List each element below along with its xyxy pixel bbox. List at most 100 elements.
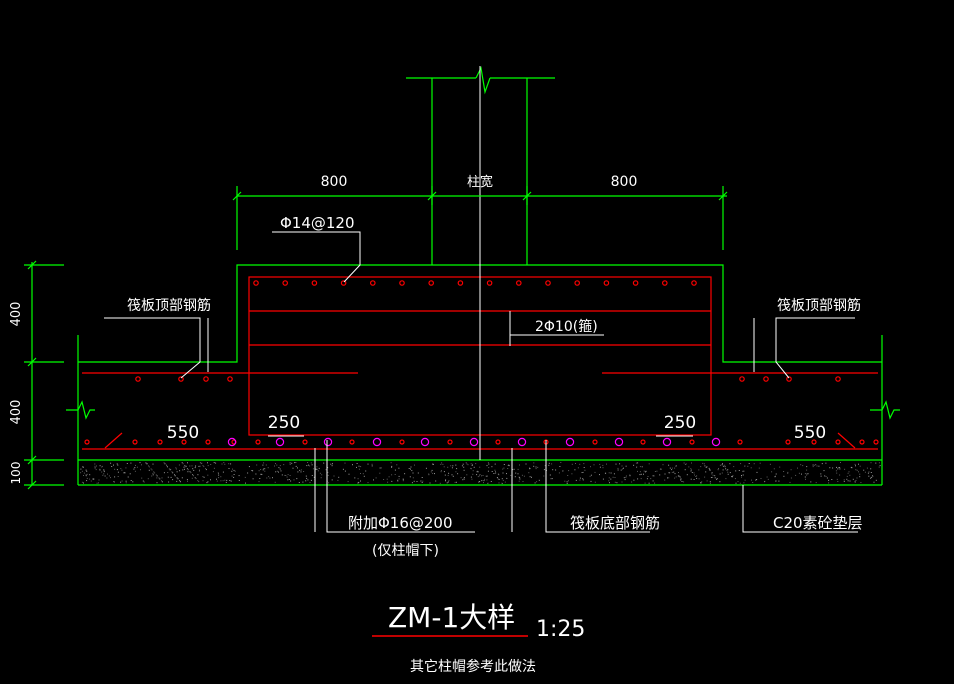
hatch-speck [360,473,361,474]
rebar-dot [203,376,209,382]
hatch-speck [839,468,841,470]
hatch-speck [252,478,254,480]
hatch-speck [99,468,101,470]
hatch-speck [581,472,583,473]
hatch-speck [503,464,505,465]
hatch-speck [360,466,362,468]
hatch-speck [203,466,205,468]
hatch-speck [442,463,444,465]
hatch-speck [454,481,456,483]
hatch-speck [751,479,752,481]
hatch-speck [187,471,189,473]
hatch-speck [121,469,123,471]
hatch-speck [103,471,105,473]
hatch-speck [498,479,500,480]
hatch-speck [837,467,839,469]
rebar-dot [399,439,405,445]
hatch-speck [197,474,199,476]
rebar-dot [311,280,318,286]
hatch-speck [167,472,169,473]
hatch-speck [274,481,276,483]
hatch-speck [633,479,635,481]
hatch-speck [432,463,434,465]
hatch-speck [183,466,185,468]
hatch-speck [430,471,432,473]
title-note: 其它柱帽参考此做法 [410,658,536,675]
rebar-dot [811,439,817,445]
hatch-speck [443,471,445,473]
label-raft-top-rebar-right: 筏板顶部钢筋 [777,297,861,314]
hatch-speck [397,480,399,482]
hatch-speck [287,474,289,476]
hatch-speck [654,482,656,484]
hatch-speck [594,481,596,483]
hatch-speck [535,468,537,470]
hatch-speck [218,477,220,479]
hatch-speck [498,474,500,476]
hatch-speck [396,464,398,466]
hatch-speck [709,469,711,471]
hatch-speck [290,480,292,482]
hatch-speck [840,462,841,463]
hatch-speck [855,465,856,467]
added-rebar-dot [662,437,672,447]
hatch-speck [756,479,758,480]
hatch-speck [432,463,434,465]
hatch-speck [141,477,143,479]
hatch-speck [367,463,369,465]
hatch-speck [677,475,679,477]
hatch-speck [305,480,307,482]
hatch-speck [476,474,478,476]
rebar-dot [632,280,639,286]
hatch-speck [117,471,119,473]
hatch-speck [722,465,724,467]
hatch-speck [566,481,568,483]
hatch-speck [617,469,619,471]
hatch-speck [481,480,483,482]
hatch-speck [652,480,654,482]
hatch-speck [463,477,465,479]
hatch-speck [189,465,191,467]
hatch-speck [696,477,698,479]
hatch-speck [317,470,319,472]
hatch-speck [612,476,614,478]
hatch-speck [398,478,400,480]
hatch-speck [534,482,536,484]
hatch-speck [654,471,656,472]
hatch-speck [207,465,209,467]
hatch-speck [114,476,116,478]
hatch-speck [156,477,158,479]
hatch-speck [463,466,465,468]
hatch-speck [767,478,769,480]
hatch-speck [245,482,246,484]
hatch-speck [232,468,233,470]
hatch-speck [602,467,604,469]
hatch-speck [352,464,353,466]
hatch-speck [464,478,465,480]
hatch-speck [266,477,268,479]
hatch-speck [143,481,145,483]
hatch-speck [743,482,745,484]
hatch-speck [614,477,616,478]
hatch-speck [130,462,132,464]
hatch-speck [466,474,468,476]
hatch-speck [673,471,675,473]
hatch-speck [215,462,217,464]
hatch-speck [584,469,586,471]
hatch-speck [502,483,503,484]
hatch-speck [837,468,839,470]
hatch-speck [279,468,281,470]
hatch-speck [806,473,808,475]
hatch-speck [703,463,705,465]
hatch-speck [709,481,711,483]
dim-left-800: 800 [321,174,348,190]
hatch-speck [871,476,873,478]
hatch-speck [543,475,545,477]
added-rebar-dot [275,437,285,447]
hatch-speck [265,464,267,466]
hatch-speck [681,481,683,482]
hatch-speck [656,470,658,472]
hatch-speck [470,476,472,478]
hatch-speck [225,481,227,483]
hatch-speck [496,477,498,478]
